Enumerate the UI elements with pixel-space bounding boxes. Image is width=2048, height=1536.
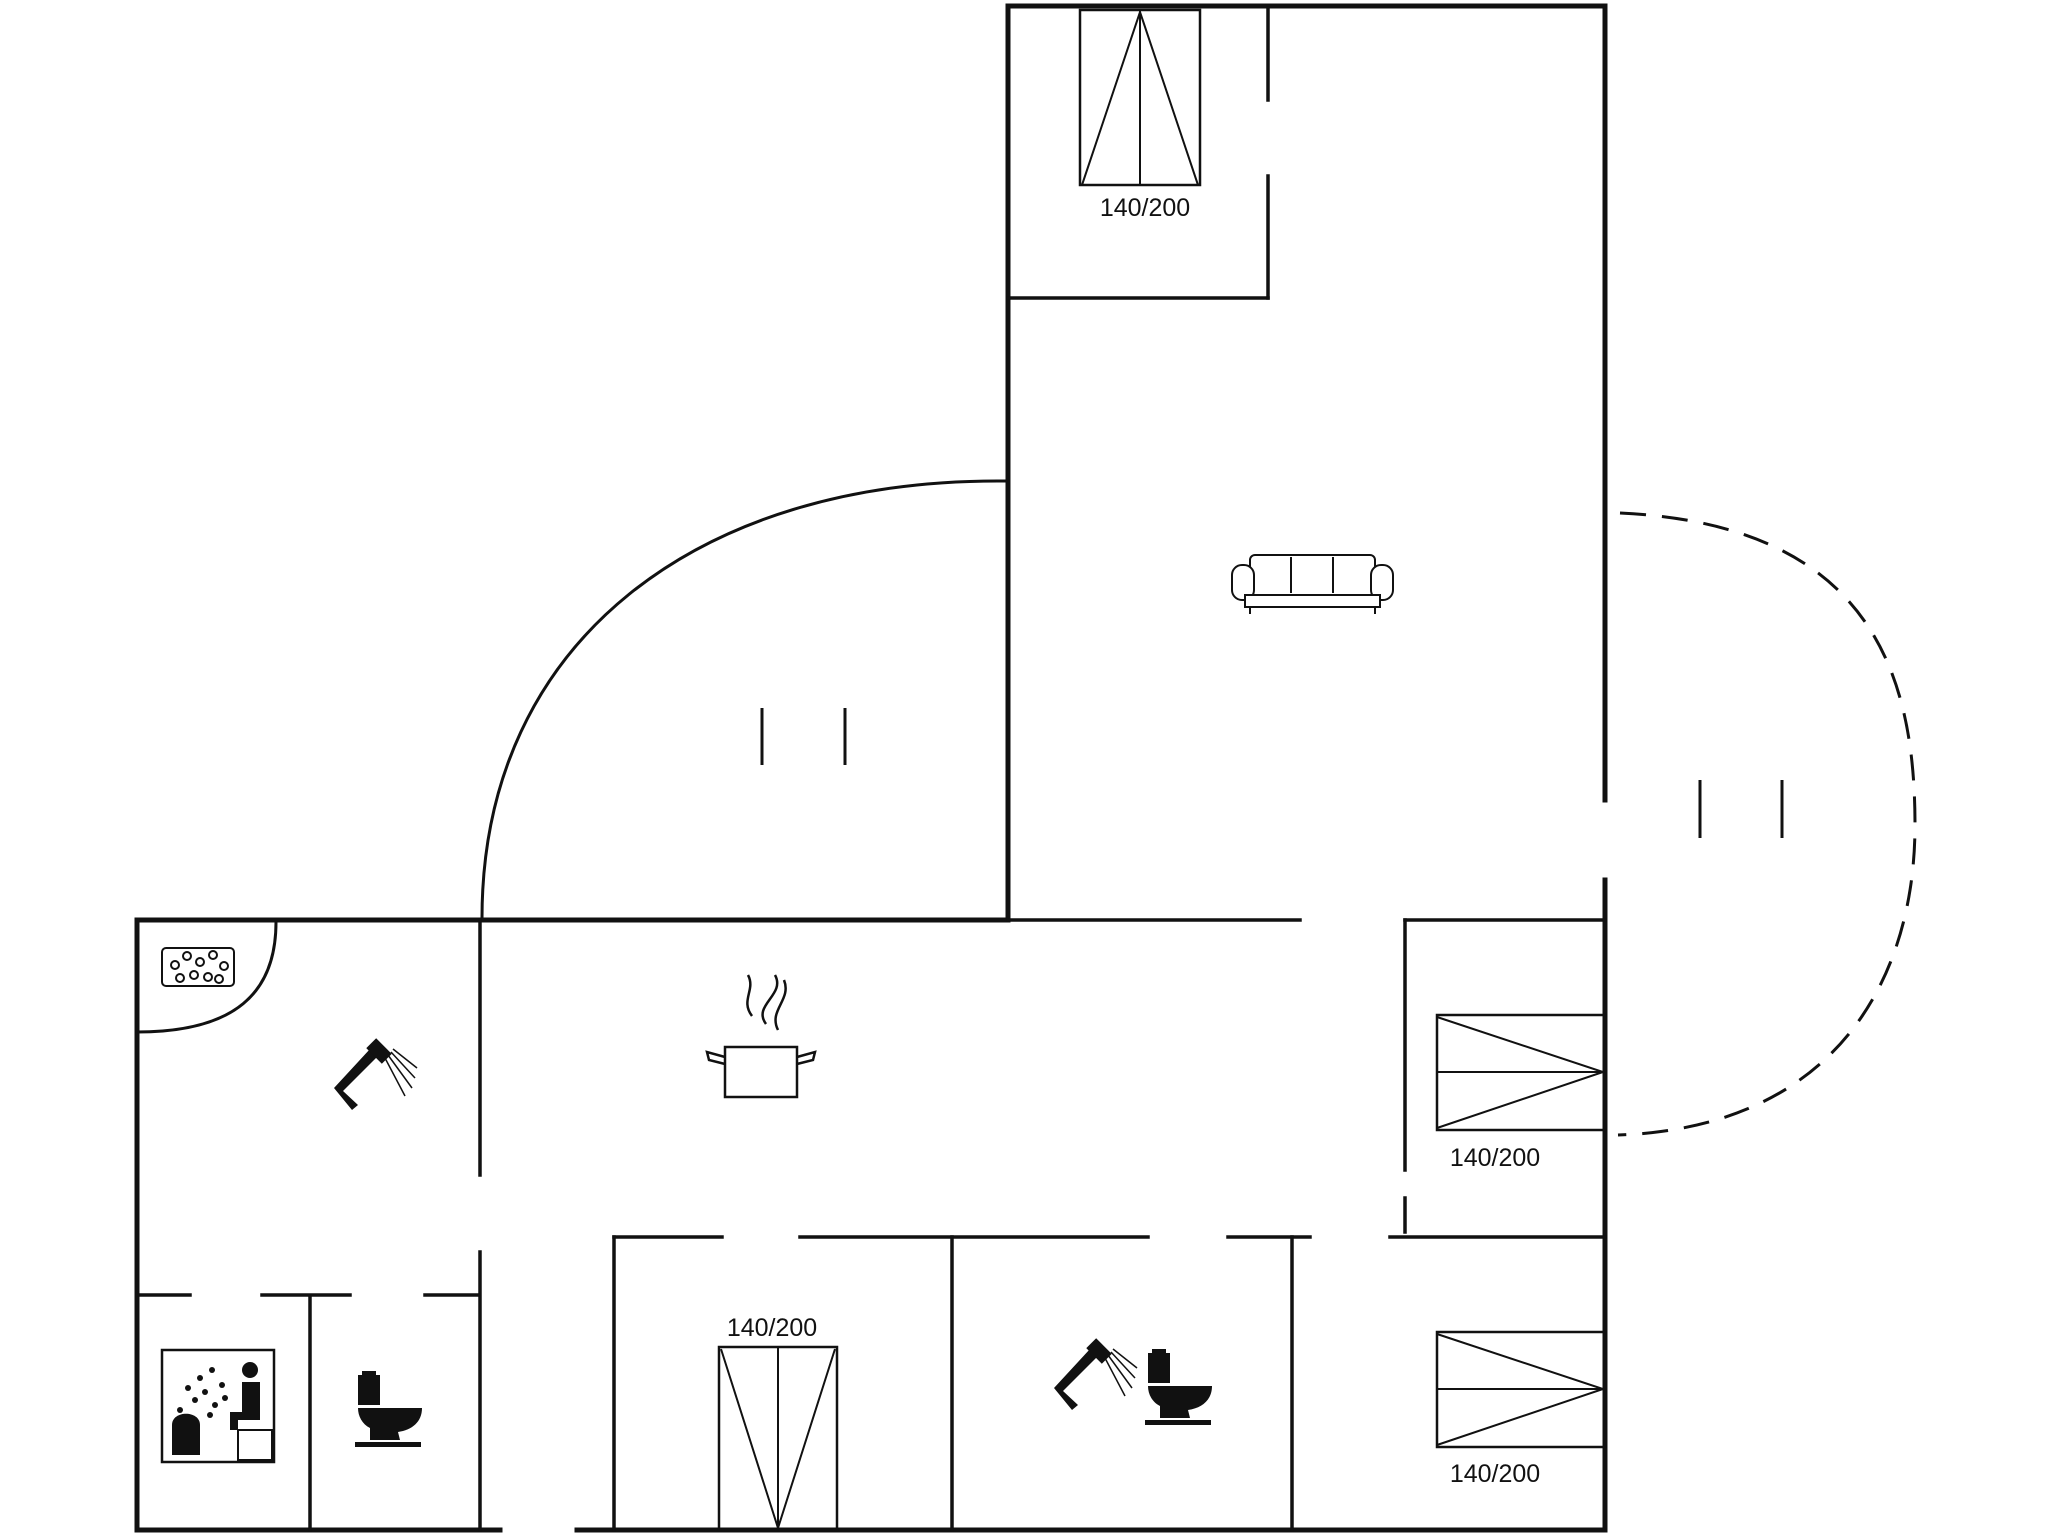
bed-size-label: 140/200 [1450, 1144, 1540, 1172]
interior-walls [137, 6, 1607, 1532]
exterior-walls [134, 3, 1608, 1533]
sofa-icon [1231, 554, 1394, 614]
bed-bottom-center: 140/200 [717, 1314, 839, 1532]
toilet-icon [1145, 1349, 1212, 1425]
bed-size-label: 140/200 [1450, 1460, 1540, 1488]
shower-icon [334, 1038, 418, 1110]
terrace-icon [480, 479, 1007, 919]
bed-top-left: 140/200 [1078, 8, 1202, 222]
bed-right-upper: 140/200 [1435, 1013, 1607, 1172]
bed-size-label: 140/200 [1100, 194, 1190, 222]
bed-right-lower: 140/200 [1435, 1330, 1607, 1488]
sauna-icon [160, 1348, 276, 1464]
shower-icon [1054, 1338, 1138, 1410]
whirlpool-icon [136, 921, 278, 1034]
bed-size-label: 140/200 [727, 1314, 817, 1342]
toilet-icon [355, 1371, 422, 1447]
covered-terrace [1617, 511, 1917, 1137]
cooking-pot-icon [705, 974, 817, 1099]
